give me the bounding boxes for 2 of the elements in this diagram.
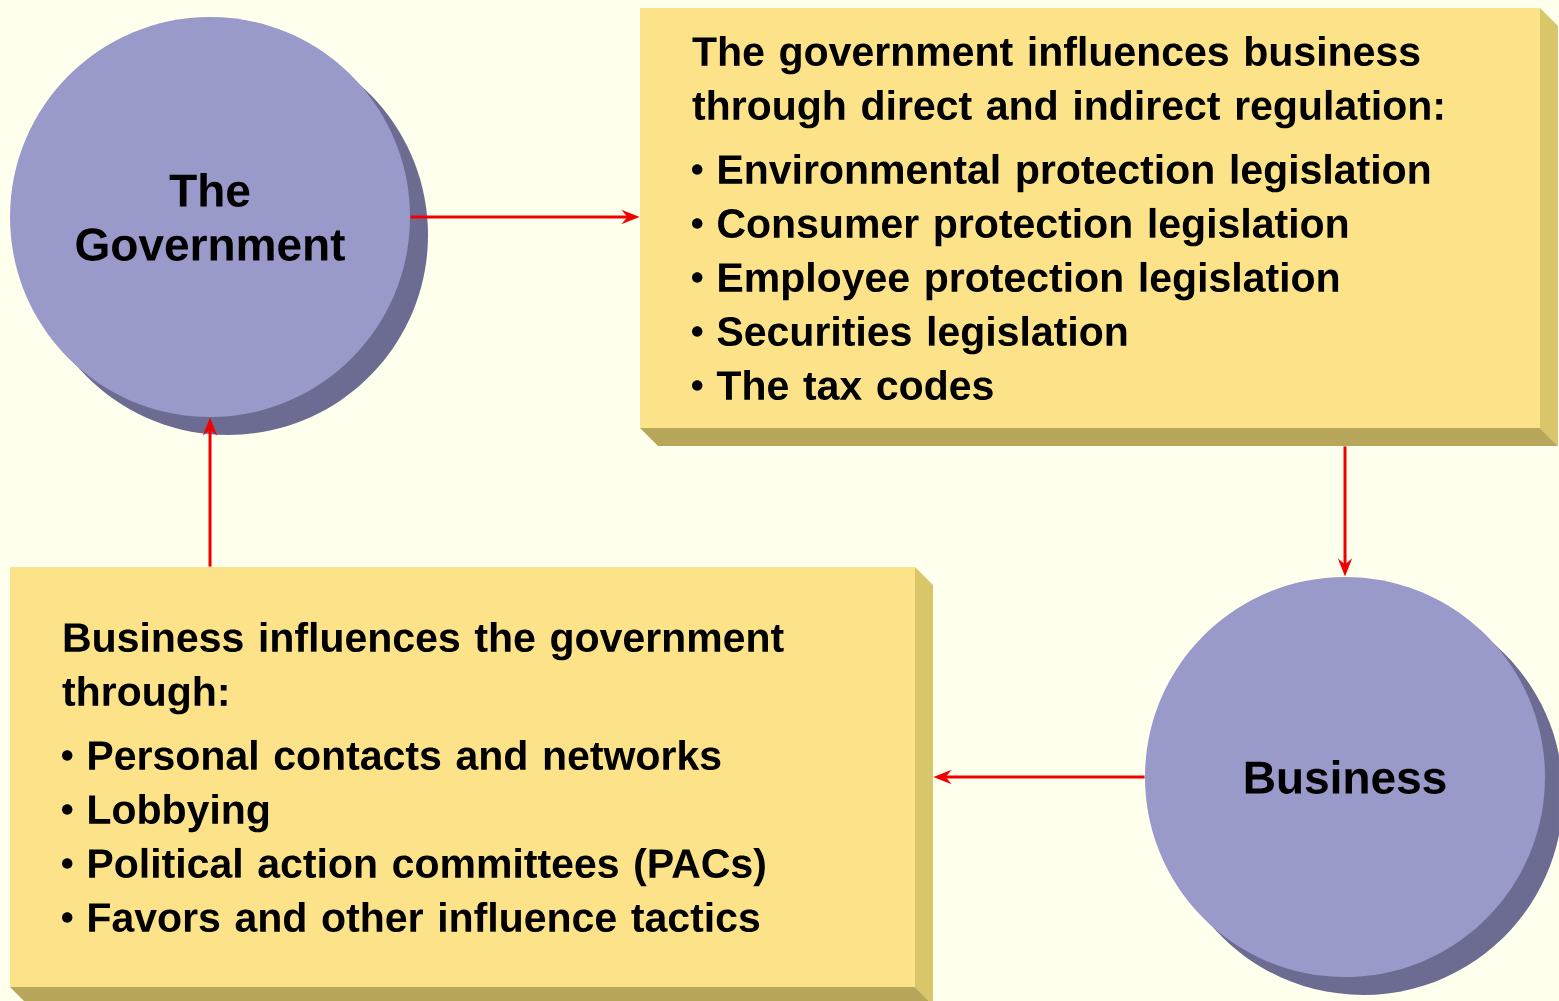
text-box: The government influences business through direct and indirect regulation: Environmental protection legislation Consumer protection legislation Employee protection legislation Securities legislation The tax codes (640, 8, 1558, 446)
text-box: Business influences the government through: Personal contacts and networks Lobbying Political action committees (PACs) Favors and other influence tactics (10, 567, 933, 1001)
